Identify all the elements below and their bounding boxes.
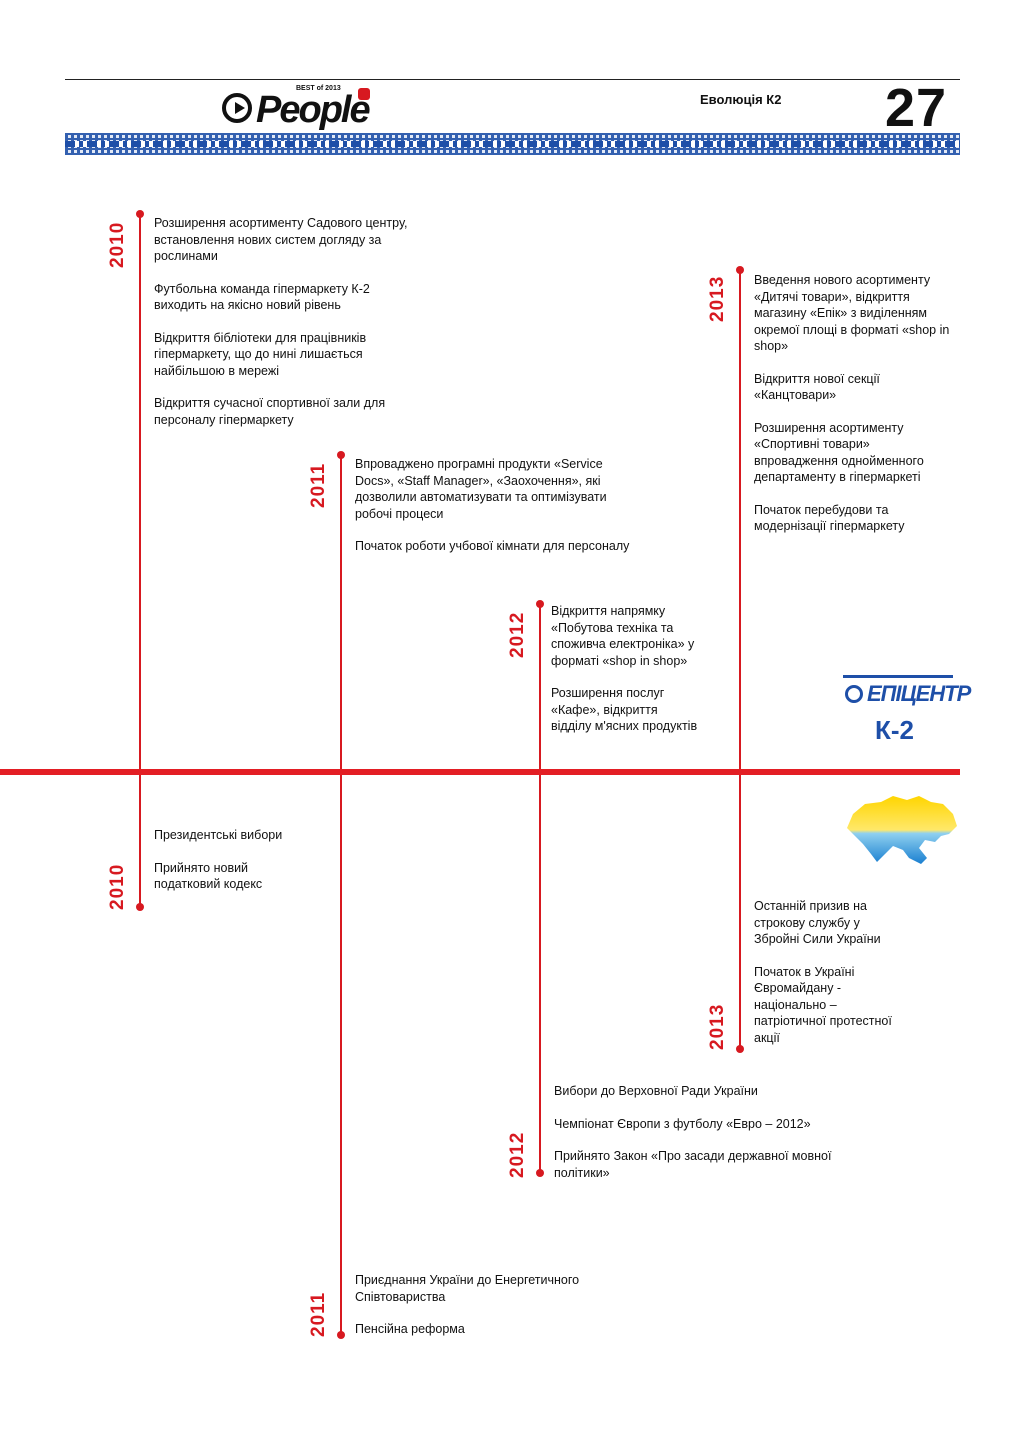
event-text: Чемпіонат Європи з футболу «Евро – 2012» [554,1116,811,1131]
page-number: 27 [885,78,948,138]
timeline-dot [536,1169,544,1177]
events-k2-2010: Розширення асортименту Садового центру, … [154,215,424,444]
timeline-dot [337,451,345,459]
timeline-dot [136,903,144,911]
timeline-line-2013 [739,270,741,1052]
logo-stripe [843,675,953,678]
event-text: Початок перебудови та модернізації гіпер… [754,502,905,534]
year-label: 2012 [507,1131,528,1178]
logo-best-label: BEST of 2013 [296,85,341,92]
k2-label: К-2 [875,715,914,745]
play-icon [222,93,252,123]
timeline-line-2011 [340,455,342,1338]
year-label: 2011 [308,1291,329,1337]
event-text: Початок роботи учбової кімнати для персо… [355,539,630,553]
event-text: Початок в Україні Євромайдану - націонал… [754,964,892,1045]
event-text: Президентські вибори [154,828,283,842]
section-title: Еволюція К2 [700,92,782,107]
logo-badge-icon [358,88,370,100]
event-text: Введення нового асортименту «Дитячі това… [754,273,950,353]
timeline-dot [736,266,744,274]
logo-text: People [256,89,371,131]
events-ua-2011: Приєднання України до Енергетичного Спів… [355,1272,615,1354]
timeline-line-2010 [139,214,141,909]
year-label: 2012 [507,611,528,658]
event-text: Відкриття бібліотеки для працівників гіп… [154,330,367,378]
epicentr-name: ЕПІЦЕНТР [867,681,971,706]
event-text: Футбольна команда гіпермаркету К-2 виход… [154,281,370,313]
arrow-down-icon [845,685,863,703]
events-ua-2012: Вибори до Верховної Ради України Чемпіон… [554,1083,854,1197]
event-text: Розширення послуг «Кафе», відкриття відд… [551,686,698,733]
year-label: 2011 [308,462,329,508]
epicentr-k2-logo: ЕПІЦЕНТР К-2 [843,675,971,745]
timeline-dot [536,600,544,608]
event-text: Відкриття напрямку «Побутова техніка та … [551,604,695,668]
event-text: Впроваджено програмні продукти «Service … [355,457,607,521]
events-ua-2013: Останній призив на строкову службу у Збр… [754,898,894,1062]
ornament-pattern [65,141,960,147]
event-text: Вибори до Верховної Ради України [554,1084,758,1098]
event-text: Пенсійна реформа [355,1322,465,1336]
year-label: 2013 [707,1003,728,1050]
event-text: Розширення асортименту Садового центру, … [154,216,408,263]
events-k2-2012: Відкриття напрямку «Побутова техніка та … [551,603,701,751]
header-rule [65,79,960,80]
people-logo: BEST of 2013 People [222,85,372,131]
timeline-dot [136,210,144,218]
events-ua-2010: Президентські вибори Прийнято новий пода… [154,827,294,909]
year-label: 2010 [107,221,128,268]
events-k2-2013: Введення нового асортименту «Дитячі това… [754,272,954,551]
event-text: Прийнято Закон «Про засади державної мов… [554,1149,832,1180]
timeline-line-2012 [539,604,541,1176]
event-text: Прийнято новий податковий кодекс [154,860,263,892]
events-k2-2011: Впроваджено програмні продукти «Service … [355,456,645,571]
event-text: Відкриття сучасної спортивної зали для п… [154,396,386,427]
event-text: Відкриття нової секції «Канцтовари» [754,371,880,403]
timeline-axis [0,769,960,775]
ukraine-map-icon [847,796,957,864]
timeline-dot [337,1331,345,1339]
event-text: Розширення асортименту «Спортивні товари… [754,420,924,485]
year-label: 2010 [107,863,128,910]
year-label: 2013 [707,275,728,322]
event-text: Приєднання України до Енергетичного Спів… [355,1273,580,1304]
timeline-dot [736,1045,744,1053]
event-text: Останній призив на строкову службу у Збр… [754,899,881,946]
